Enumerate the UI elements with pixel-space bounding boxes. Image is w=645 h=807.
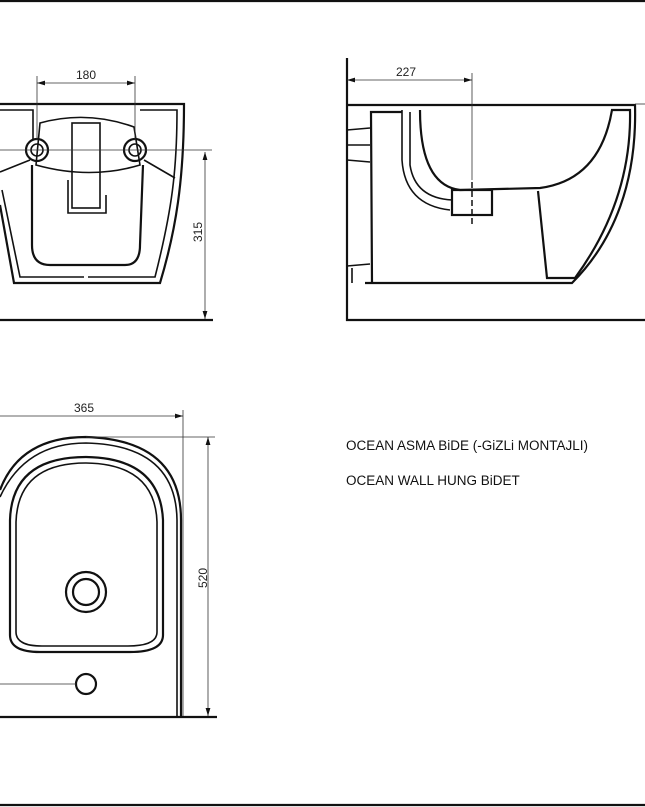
title-turkish: OCEAN ASMA BiDE (-GiZLi MONTAJLI) (346, 438, 589, 453)
bowl-section (418, 108, 632, 280)
drain-inner (71, 577, 101, 607)
inner-bowl (8, 455, 165, 654)
cistern-plate (35, 116, 141, 174)
top-view (0, 410, 217, 719)
dim-label-227: 227 (396, 65, 416, 79)
front-view (0, 76, 213, 322)
inner-u (30, 164, 145, 267)
front-outline (0, 102, 186, 285)
dim-label-180: 180 (76, 68, 96, 82)
title-english: OCEAN WALL HUNG BiDET (346, 473, 520, 488)
bracket (71, 122, 101, 209)
dim-label-520: 520 (196, 568, 210, 588)
dim-label-365: 365 (74, 401, 94, 415)
side-view (345, 58, 645, 322)
drain-outer (64, 570, 108, 614)
tap-hole (74, 672, 98, 696)
top-outline (0, 435, 183, 716)
side-outline (347, 103, 637, 285)
dim-label-315: 315 (191, 222, 205, 242)
